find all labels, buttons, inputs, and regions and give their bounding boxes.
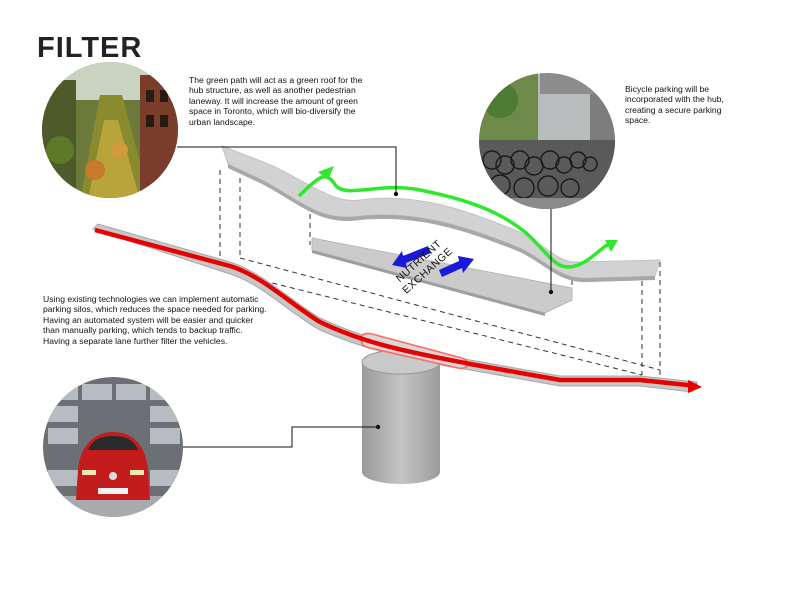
green-path-start-arrow <box>318 166 334 180</box>
green-path-end-arrow <box>605 240 618 252</box>
green-pedestrian-path <box>298 175 614 269</box>
leader-lines <box>170 146 552 448</box>
exchange-arrow-right <box>439 256 474 277</box>
green-path-note: The green path will act as a green roof … <box>189 75 363 127</box>
page-title: FILTER <box>37 32 143 64</box>
leader-dot-bike <box>548 289 554 295</box>
green-roof-photo <box>42 62 178 198</box>
bicycle-parking-note: Bicycle parking will be incorporated wit… <box>625 84 724 126</box>
lower-slab-edge <box>312 250 545 316</box>
exchange-arrow-left <box>392 246 431 268</box>
parking-silo-note: Using existing technologies we can imple… <box>43 294 267 346</box>
parking-silo-photo <box>43 377 183 517</box>
road-end-arrow <box>688 380 702 393</box>
road-base <box>92 223 698 393</box>
red-road <box>94 227 698 389</box>
parking-silo <box>362 362 440 484</box>
green-roof-edge <box>228 164 655 283</box>
leader-dot-green <box>393 191 399 197</box>
leader-dot-silo <box>375 424 381 430</box>
bicycle-parking-photo <box>479 73 615 209</box>
